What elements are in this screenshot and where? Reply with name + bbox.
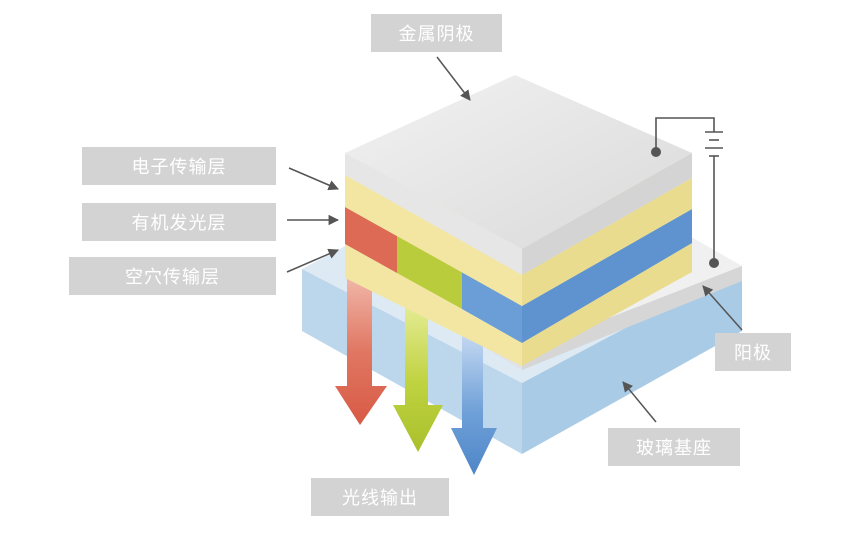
emissive-layer-label: 有机发光层 (82, 203, 276, 241)
circuit-battery-icon (655, 117, 723, 262)
etl-pointer-arrow-icon (288, 167, 339, 191)
red-light-arrow-icon (335, 262, 387, 425)
anode-pointer-arrow-icon (702, 285, 743, 331)
metal-cathode-label: 金属阴极 (371, 14, 502, 52)
cathode-pointer-arrow-icon (436, 56, 471, 101)
htl-pointer-arrow-icon (286, 248, 339, 273)
pointer-arrows (286, 56, 743, 423)
electron-transport-layer-label: 电子传输层 (82, 147, 276, 185)
light-output-arrows (335, 262, 497, 475)
light-output-label: 光线输出 (311, 478, 449, 516)
glass-pointer-arrow-icon (622, 381, 657, 423)
anode-label: 阳极 (715, 333, 791, 371)
green-light-arrow-icon (393, 300, 443, 452)
metal-cathode-layer (345, 75, 692, 275)
anode-terminal-dot (709, 258, 719, 268)
cathode-terminal-dot (651, 147, 661, 157)
blue-light-arrow-icon (451, 335, 497, 475)
hole-transport-layer-label: 空穴传输层 (69, 257, 276, 295)
glass-substrate-label: 玻璃基座 (608, 428, 740, 466)
